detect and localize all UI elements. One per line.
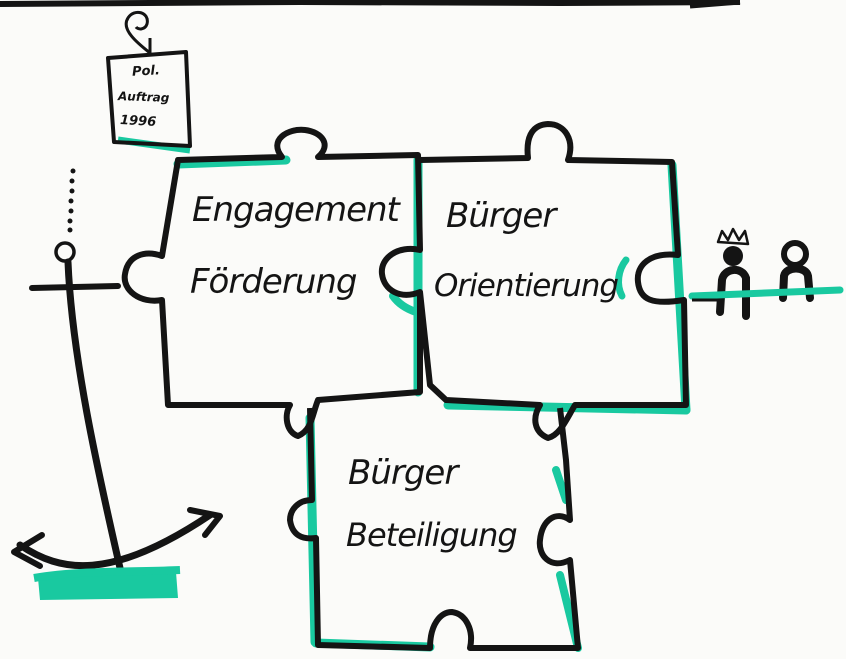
beteiligung-label-line2: Beteiligung	[346, 516, 518, 554]
ground-line	[688, 286, 844, 300]
orientierung-label-line2: Orientierung	[434, 268, 619, 304]
king-icon	[716, 227, 750, 320]
tag-line-1: Pol.	[131, 63, 161, 80]
top-border-stroke	[0, 0, 741, 7]
puzzle-piece-orientierung	[417, 121, 689, 441]
person-icon	[779, 240, 814, 302]
tag-icon	[106, 10, 192, 154]
tag-line-2: Auftrag	[117, 89, 170, 105]
engagement-label-line1: Engagement	[192, 190, 400, 230]
tag-line-3: 1996	[119, 113, 157, 130]
engagement-label-line2: Förderung	[190, 262, 357, 302]
anchor-icon	[11, 168, 223, 600]
orientierung-label-line1: Bürger	[446, 196, 556, 236]
top-border-stroke-right	[689, 0, 741, 9]
beteiligung-label-line1: Bürger	[348, 453, 458, 493]
puzzle-piece-beteiligung	[287, 407, 581, 651]
puzzle-piece-engagement	[121, 126, 423, 439]
